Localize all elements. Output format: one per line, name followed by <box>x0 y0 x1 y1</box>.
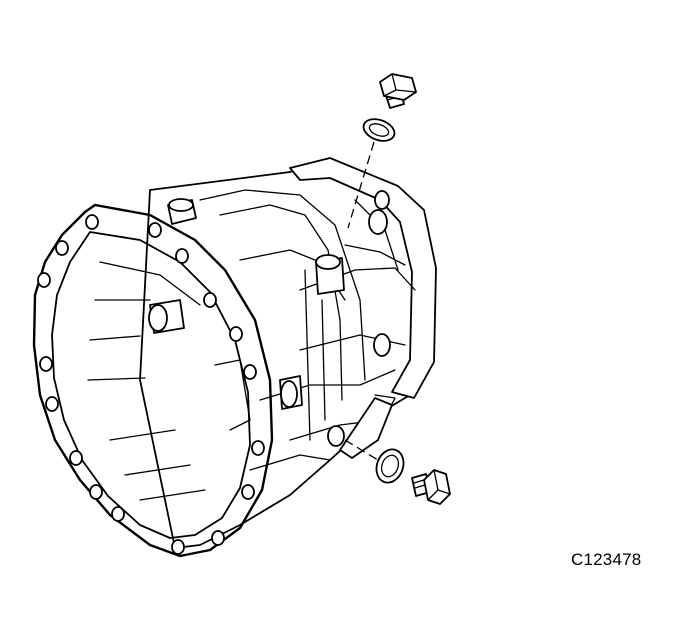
drain-plug-gasket <box>375 448 405 484</box>
bolt-hole <box>45 396 59 412</box>
side-boss-face <box>148 304 168 332</box>
bolt-hole <box>89 484 103 500</box>
bell-housing-flange-outer <box>32 203 274 558</box>
bolt-hole <box>171 539 185 555</box>
bolt-hole <box>55 240 69 256</box>
rear-boss-face-top <box>374 190 390 210</box>
filler-plug-gasket <box>362 118 396 142</box>
filler-plug-head <box>379 73 417 101</box>
case-rib <box>214 359 251 431</box>
right-boss-face <box>373 333 391 357</box>
bolt-hole <box>203 292 217 308</box>
drain-alignment-line <box>344 439 379 461</box>
case-rib <box>219 204 343 401</box>
bell-cavity <box>89 335 141 341</box>
drain-boss-face <box>327 425 345 447</box>
bell-cavity <box>87 377 146 381</box>
bolt-hole <box>243 364 257 380</box>
filler-plug <box>379 73 417 109</box>
case-rib <box>344 244 406 266</box>
case-rib <box>321 299 326 421</box>
bolt-hole <box>39 356 53 372</box>
lower-boss-face <box>280 380 298 408</box>
bolt-hole <box>211 530 225 546</box>
rear-boss-face <box>368 209 388 235</box>
top-boss-face <box>168 198 194 212</box>
bolt-hole <box>148 222 162 238</box>
bolt-hole <box>241 484 255 500</box>
bell-cavity <box>124 464 191 476</box>
drain-plug <box>411 469 451 505</box>
bell-cavity <box>99 261 201 306</box>
bolt-hole <box>175 248 189 264</box>
case-rib <box>199 189 366 381</box>
rear-flange <box>289 157 437 399</box>
flange-bolt-holes <box>37 214 265 555</box>
bolt-hole <box>85 214 99 230</box>
lower-pan <box>339 397 393 459</box>
bell-cavity <box>139 489 206 501</box>
center-boss-face <box>315 254 341 270</box>
bolt-hole <box>111 506 125 522</box>
case-rib <box>304 269 311 441</box>
bolt-hole <box>37 272 51 288</box>
bell-cavity <box>109 429 176 441</box>
bolt-hole <box>69 450 83 466</box>
bolt-hole <box>251 440 265 456</box>
transmission-case <box>32 157 437 558</box>
figure-code-label: C123478 <box>571 550 642 569</box>
filler-alignment-line <box>347 141 375 229</box>
bolt-hole <box>229 326 243 342</box>
